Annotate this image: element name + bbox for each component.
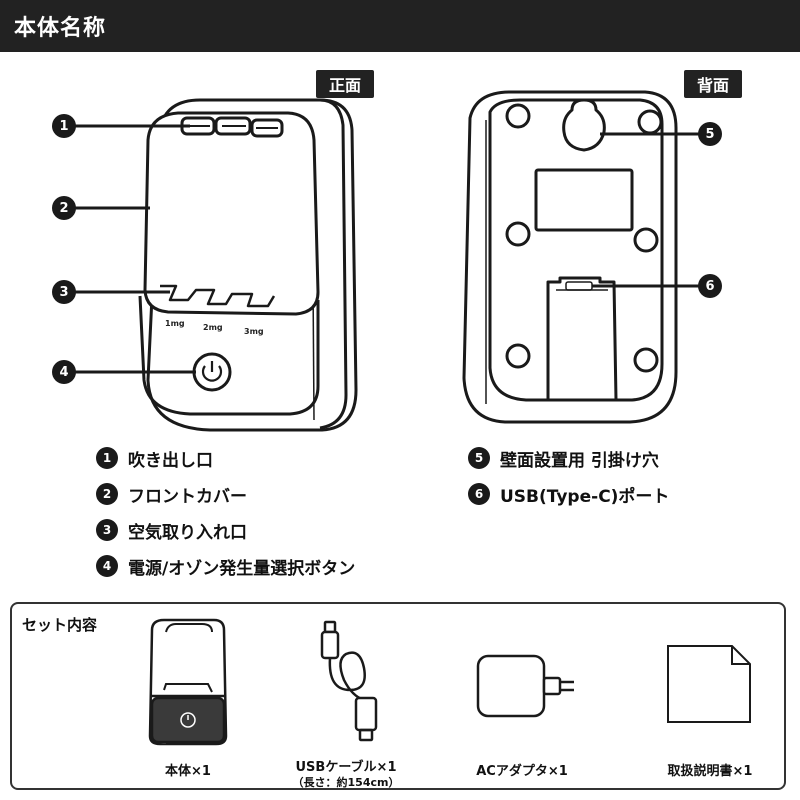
set-item-label: USBケーブル×1 [295, 760, 397, 775]
legend-item-usb-port: 6 USB(Type-C)ポート [468, 480, 669, 508]
legend-number: 4 [96, 555, 118, 577]
intake-label-2mg: 2mg [203, 323, 223, 332]
back-device-figure [462, 90, 678, 424]
page-title: 本体名称 [14, 16, 107, 41]
legend-item-hanging-hole: 5 壁面設置用 引掛け穴 [468, 444, 659, 472]
usb-cable-icon [320, 620, 378, 742]
device-illustration: 1mg 2mg 3mg [74, 90, 700, 432]
legend-item-power-button: 4 電源/オゾン発生量選択ボタン [96, 552, 355, 580]
header-bar: 本体名称 [0, 0, 800, 52]
callout-5: 5 [698, 122, 722, 146]
callout-1: 1 [52, 114, 76, 138]
legend-label: USB(Type-C)ポート [500, 486, 670, 507]
intake-label-3mg: 3mg [244, 327, 264, 336]
legend-label: 壁面設置用 引掛け穴 [500, 450, 659, 471]
back-view-tag: 背面 [684, 70, 742, 98]
legend-number: 6 [468, 483, 490, 505]
legend-label: 吹き出し口 [128, 450, 213, 471]
main-unit-icon [148, 618, 228, 746]
legend-label: 電源/オゾン発生量選択ボタン [128, 558, 356, 579]
set-item-label: ACアダプタ×1 [476, 764, 568, 779]
legend-number: 5 [468, 447, 490, 469]
legend-number: 3 [96, 519, 118, 541]
callout-4: 4 [52, 360, 76, 384]
legend-label: フロントカバー [128, 486, 247, 507]
legend-number: 1 [96, 447, 118, 469]
manual-icon [667, 645, 751, 723]
callout-2: 2 [52, 196, 76, 220]
legend-item-air-intake: 3 空気取り入れ口 [96, 516, 247, 544]
legend-label: 空気取り入れ口 [128, 522, 247, 543]
ac-adapter-icon [476, 654, 574, 718]
callout-6: 6 [698, 274, 722, 298]
set-item-note: （長さ：約154cm） [292, 776, 400, 789]
set-item-label: 取扱説明書×1 [667, 764, 753, 779]
front-view-tag: 正面 [316, 70, 374, 98]
intake-label-1mg: 1mg [165, 319, 185, 328]
set-item-label: 本体×1 [165, 764, 211, 779]
legend-item-outlet: 1 吹き出し口 [96, 444, 213, 472]
legend-item-front-cover: 2 フロントカバー [96, 480, 247, 508]
front-device-figure [138, 98, 358, 432]
set-contents-box [10, 602, 786, 790]
callout-3: 3 [52, 280, 76, 304]
legend-number: 2 [96, 483, 118, 505]
set-contents-title: セット内容 [22, 616, 98, 634]
